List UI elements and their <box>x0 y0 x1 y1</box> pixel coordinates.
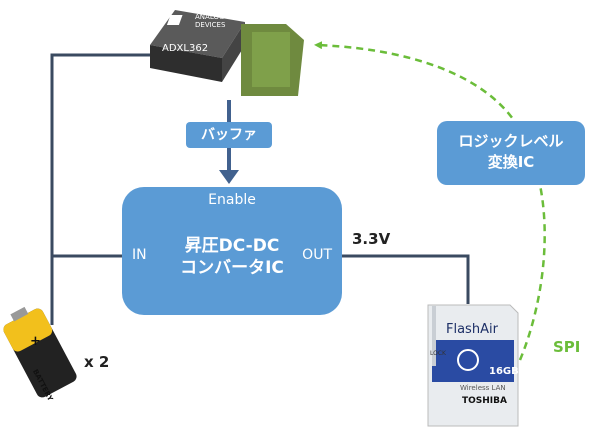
buffer-box: バッファ <box>186 122 272 148</box>
sd-subtitle: Wireless LAN <box>460 384 506 392</box>
in-label: IN <box>132 247 147 263</box>
battery-image <box>3 306 77 398</box>
chip-part-number: ADXL362 <box>162 43 209 54</box>
sd-lock: LOCK <box>430 350 446 357</box>
converter-title-line2: コンバータIC <box>180 258 284 278</box>
buffer-arrow-head <box>219 170 239 184</box>
battery-plus: + <box>30 334 41 349</box>
logic-level-converter-box: ロジックレベル 変換IC <box>437 121 585 185</box>
spi-curve <box>314 41 546 361</box>
chip-ground-wire <box>50 53 150 325</box>
sd-maker: TOSHIBA <box>462 396 507 406</box>
level-line2: 変換IC <box>487 153 535 171</box>
chip-brand-line1: ANALOG <box>195 13 225 21</box>
output-voltage-label: 3.3V <box>352 230 391 248</box>
enable-label: Enable <box>208 192 256 208</box>
chip-brand-line2: DEVICES <box>195 21 226 29</box>
level-line1: ロジックレベル <box>458 132 564 150</box>
buffer-label: バッファ <box>201 127 257 143</box>
out-label: OUT <box>302 247 332 263</box>
sd-card-image <box>427 304 519 427</box>
adxl362-chip-image <box>150 10 304 96</box>
out-sd-wire <box>342 254 470 304</box>
battery-count: x 2 <box>84 353 110 371</box>
boost-converter-box: Enable 昇圧DC-DC コンバータIC IN OUT <box>122 187 342 315</box>
converter-title-line1: 昇圧DC-DC <box>184 236 280 256</box>
sd-brand: FlashAir <box>446 322 498 337</box>
converter-title: 昇圧DC-DC コンバータIC <box>162 235 302 279</box>
spi-label: SPI <box>553 338 581 356</box>
sd-capacity: 16GB <box>489 366 519 377</box>
